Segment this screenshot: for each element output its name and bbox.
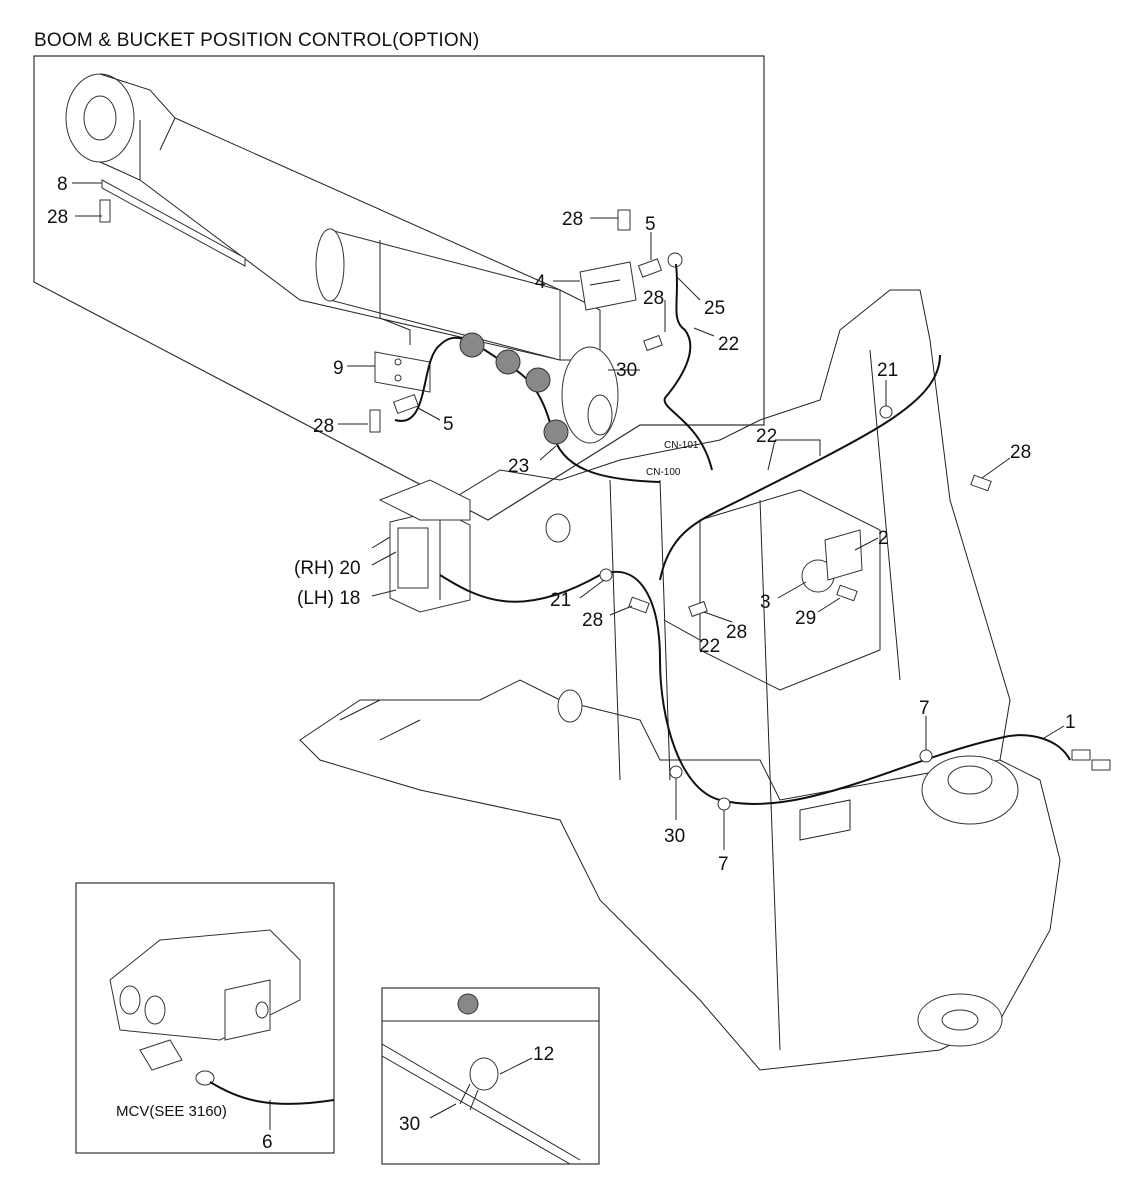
callout-21: 21 [877, 360, 898, 381]
callout-5: 5 [443, 414, 454, 435]
callout-8: 8 [57, 174, 68, 195]
sensor-cable-6 [209, 1081, 335, 1105]
sensor-cable-25 [663, 263, 713, 471]
callout-6: 6 [262, 1132, 273, 1153]
callout-21: 21 [550, 590, 571, 611]
callout-22: 22 [699, 636, 720, 657]
diagram-title: BOOM & BUCKET POSITION CONTROL(OPTION) [34, 30, 480, 51]
callout-5: 5 [645, 214, 656, 235]
bolt [643, 334, 663, 352]
clamp-ring-12 [469, 1057, 499, 1091]
callout-30: 30 [664, 826, 685, 847]
callout-3: 3 [760, 592, 771, 613]
clamp-dot [459, 332, 485, 358]
mcv-inset: MCV(SEE 3160) 6 [75, 882, 335, 1154]
callout-28: 28 [643, 288, 664, 309]
bolt [617, 209, 631, 231]
clamp-dot [457, 993, 479, 1015]
callout-12: 12 [533, 1044, 554, 1065]
callout-7: 7 [718, 854, 729, 875]
bolt [628, 596, 650, 614]
callout-7: 7 [919, 698, 930, 719]
harness-branch [659, 354, 941, 581]
clamp [879, 405, 893, 419]
clamp [599, 568, 613, 582]
clamp-dot [525, 367, 551, 393]
bracket-2 [824, 529, 863, 581]
main-harness-1 [439, 570, 1071, 805]
angle-sensor-lower [392, 393, 420, 415]
bracket-4 [579, 261, 637, 311]
callout-30: 30 [399, 1114, 420, 1135]
callout-22: 22 [756, 426, 777, 447]
callout-22: 22 [718, 334, 739, 355]
rod-plate [101, 179, 246, 267]
angle-sensor-upper [637, 252, 683, 278]
boom-detail-frame [33, 55, 765, 521]
callout-1: 1 [1065, 712, 1076, 733]
callout-28: 28 [313, 416, 334, 437]
callout-28: 28 [726, 622, 747, 643]
callout-25: 25 [704, 298, 725, 319]
mcv-note: MCV(SEE 3160) [116, 1103, 227, 1120]
clamp [669, 765, 683, 779]
callout-9: 9 [333, 358, 344, 379]
connector-cn100: CN-100 [646, 467, 681, 478]
bolt [369, 409, 381, 433]
harness-connector [1091, 759, 1111, 771]
callout-28: 28 [47, 207, 68, 228]
bolt [970, 474, 992, 492]
connector-cn101: CN-101 [664, 440, 699, 451]
clamp [919, 749, 933, 763]
harness-connector [1071, 749, 1091, 761]
bracket-9 [374, 351, 431, 393]
boom-cylinder [65, 73, 619, 444]
callout-18: (LH) 18 [297, 588, 360, 609]
callout-20: (RH) 20 [294, 558, 361, 579]
bolt [99, 199, 111, 223]
callout-28: 28 [582, 610, 603, 631]
bolt [836, 584, 858, 602]
clamp-inset: 12 30 [381, 987, 600, 1165]
callout-29: 29 [795, 608, 816, 629]
callout-2: 2 [878, 528, 889, 549]
clamp-dot [495, 349, 521, 375]
callout-28: 28 [562, 209, 583, 230]
callout-28: 28 [1010, 442, 1031, 463]
clamp [717, 797, 731, 811]
clamp-dot [543, 419, 569, 445]
callout-4: 4 [535, 272, 546, 293]
main-frame [299, 289, 1061, 1071]
leader-lines [72, 182, 1065, 850]
control-box [378, 479, 471, 613]
callout-23: 23 [508, 456, 529, 477]
callout-30: 30 [616, 360, 637, 381]
bolt [688, 600, 708, 618]
